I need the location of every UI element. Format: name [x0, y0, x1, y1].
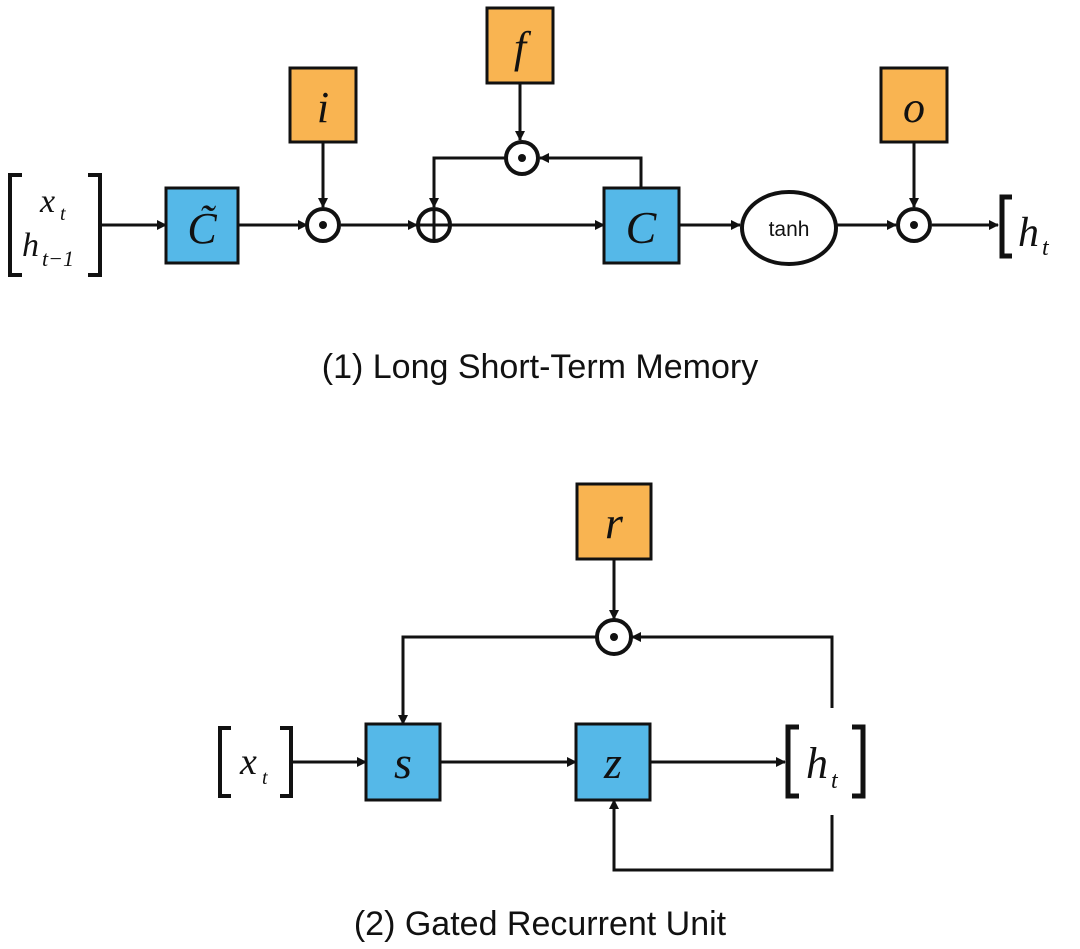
- lstm-output-vector: h t: [999, 194, 1050, 261]
- gru-input-x-subscript: t: [262, 767, 268, 789]
- gru-output-h-subscript: t: [831, 768, 839, 794]
- lstm-tanh-label: tanh: [769, 218, 810, 241]
- lstm-wire-forget-to-add: [429, 156, 505, 208]
- lstm-tanh-node: tanh: [740, 190, 838, 266]
- lstm-cell-label: C: [626, 202, 658, 253]
- lstm-candidate-state: C̃: [164, 186, 240, 265]
- gru-input-vector: x t: [218, 726, 293, 798]
- lstm-diagram: x t h t−1 i f o: [8, 6, 1050, 386]
- lstm-cell-state: C: [602, 186, 681, 265]
- lstm-multiply-node-forget: [504, 140, 540, 176]
- gru-output-vector: h t: [785, 724, 866, 799]
- lstm-input-h-subscript: t−1: [42, 246, 74, 271]
- gru-state-z-label: z: [603, 737, 622, 788]
- lstm-output-h-subscript: t: [1042, 235, 1050, 261]
- lstm-add-node: [416, 207, 452, 243]
- lstm-input-vector: x t h t−1: [8, 173, 102, 277]
- lstm-input-gate-i: i: [288, 66, 358, 144]
- gru-wire-output-to-z: [609, 799, 834, 872]
- lstm-gate-o-label: o: [903, 83, 925, 132]
- gru-state-s: s: [364, 722, 442, 802]
- lstm-gate-i-label: i: [317, 83, 329, 132]
- lstm-forget-gate-f: f: [485, 6, 555, 85]
- lstm-multiply-node-input: [305, 207, 341, 243]
- gru-state-s-label: s: [394, 737, 412, 788]
- lstm-output-h: h: [1018, 210, 1039, 256]
- gru-gate-r-label: r: [605, 497, 624, 548]
- lstm-input-h: h: [22, 227, 39, 264]
- lstm-input-x: x: [39, 183, 55, 220]
- gru-reset-gate-r: r: [575, 482, 653, 561]
- lstm-multiply-node-output: [896, 207, 932, 243]
- gru-multiply-node: [595, 618, 633, 656]
- gru-wire-mult-to-s: [398, 635, 596, 725]
- lstm-input-x-subscript: t: [60, 203, 66, 225]
- lstm-caption: (1) Long Short-Term Memory: [322, 348, 758, 386]
- gru-caption: (2) Gated Recurrent Unit: [354, 905, 727, 943]
- gru-wire-output-to-mult: [631, 632, 834, 708]
- lstm-output-gate-o: o: [879, 66, 949, 144]
- gru-diagram: x t r s z: [218, 482, 866, 943]
- gru-state-z: z: [574, 722, 652, 802]
- gru-input-x: x: [239, 741, 257, 783]
- lstm-wire-cell-feedback: [539, 153, 643, 188]
- gru-output-h: h: [806, 739, 828, 788]
- lstm-candidate-label: C̃: [187, 204, 217, 253]
